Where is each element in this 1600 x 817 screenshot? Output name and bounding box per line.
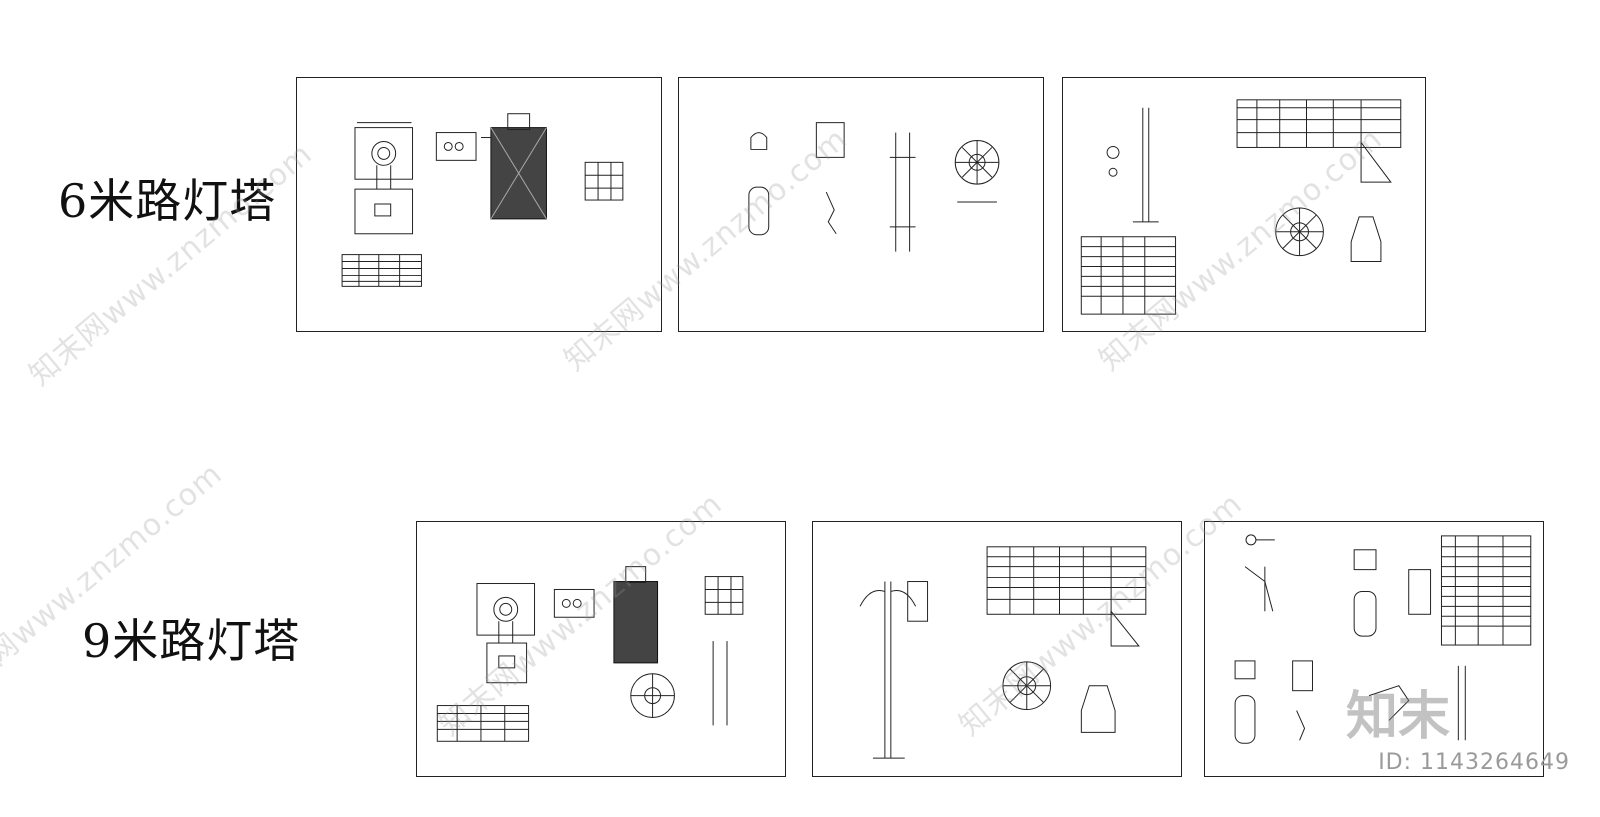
details-drawing-9m [1234, 534, 1532, 744]
drawing-sheet-9m-elevation[interactable] [812, 521, 1182, 777]
foundation-drawing-9m [436, 566, 744, 742]
drawing-sheet-9m-details[interactable] [1204, 521, 1544, 777]
row-label-6m: 6米路灯塔 [58, 174, 277, 228]
image-id-label: ID: 1143264649 [1378, 750, 1570, 775]
elevation-drawing [1080, 99, 1402, 315]
sections-drawing [748, 122, 1000, 252]
drawing-sheet-6m-elevation[interactable] [1062, 77, 1426, 332]
drawing-sheet-6m-foundation[interactable] [296, 77, 662, 332]
elevation-drawing-9m [859, 546, 1147, 759]
drawing-sheet-6m-sections[interactable] [678, 77, 1044, 332]
drawing-sheet-9m-foundation[interactable] [416, 521, 786, 777]
row-label-9m: 9米路灯塔 [82, 614, 301, 668]
watermark-text: 知末网www.znzmo.com [0, 456, 230, 714]
brand-watermark: 知末 [1345, 687, 1450, 747]
foundation-drawing [341, 113, 624, 287]
